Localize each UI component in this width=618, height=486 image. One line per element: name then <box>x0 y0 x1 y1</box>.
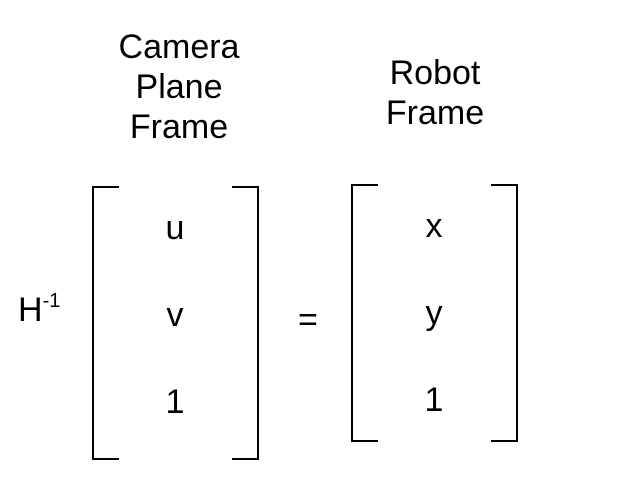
operator-base: H <box>18 291 43 329</box>
right-vector-entry: y <box>425 294 443 332</box>
right-vector-entry: x <box>425 207 443 245</box>
operator-exponent: -1 <box>42 290 61 312</box>
equals-sign: = <box>298 301 318 339</box>
left-vector-open-bracket <box>92 186 119 460</box>
left-vector-entry: 1 <box>165 383 185 421</box>
heading-line: Plane <box>135 68 223 106</box>
left-vector-entry: v <box>166 296 184 334</box>
heading-line: Robot <box>389 54 481 92</box>
right-vector-close-bracket <box>491 184 518 442</box>
heading-line: Camera <box>118 28 240 66</box>
camera-plane-frame-heading: Camera Plane Frame <box>94 27 264 147</box>
left-vector-close-bracket <box>232 186 259 460</box>
heading-line: Frame <box>129 108 229 146</box>
right-vector-open-bracket <box>351 184 378 442</box>
heading-line: Frame <box>385 94 485 132</box>
robot-frame-heading: Robot Frame <box>350 53 520 133</box>
left-vector-entry: u <box>165 209 185 247</box>
right-vector-entry: 1 <box>424 381 444 419</box>
inverse-homography-symbol: H-1 <box>18 290 60 335</box>
